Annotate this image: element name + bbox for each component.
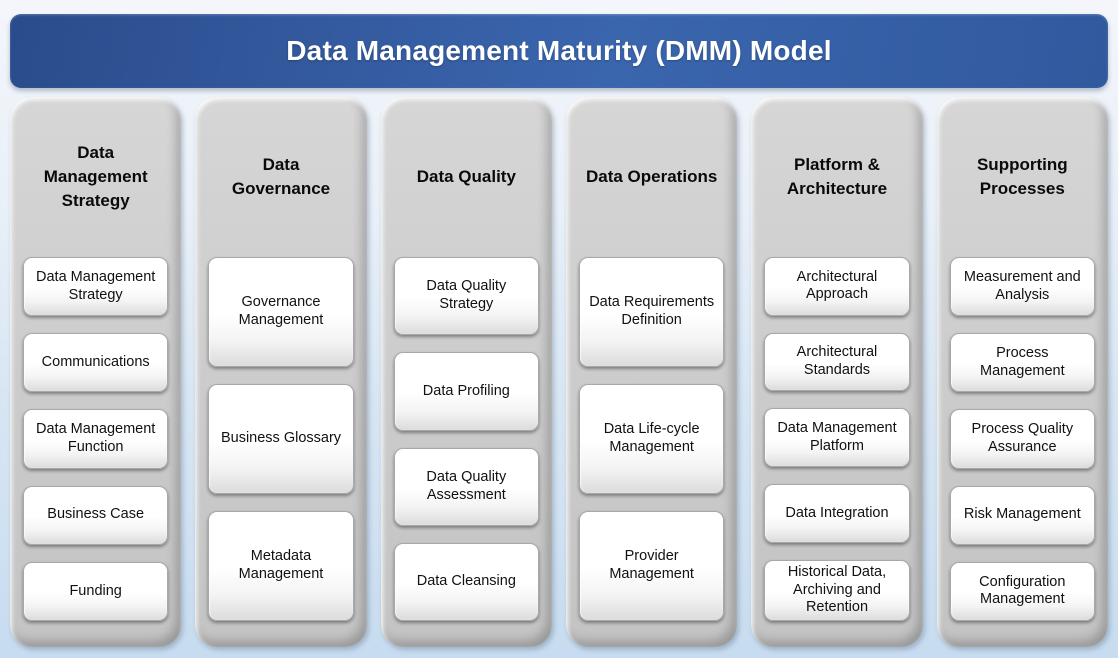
process-box-provider-management: Provider Management <box>578 511 725 621</box>
process-box-data-requirements-definition: Data Requirements Definition <box>578 257 725 367</box>
process-box-risk-management: Risk Management <box>949 485 1095 545</box>
process-box-data-profiling: Data Profiling <box>393 352 539 431</box>
process-box-funding: Funding <box>23 561 169 622</box>
column-header: Data Management Strategy <box>43 143 148 210</box>
process-box-data-cleansing: Data Cleansing <box>393 542 539 621</box>
page-title: Data Management Maturity (DMM) Model <box>286 35 832 66</box>
process-box-measurement-and-analysis: Measurement and Analysis <box>949 257 1095 317</box>
column-header: Data Governance <box>231 155 331 198</box>
process-box-architectural-approach: Architectural Approach <box>764 257 910 316</box>
column-header: Platform & Architecture <box>786 155 888 198</box>
process-box-configuration-management: Configuration Management <box>949 561 1095 622</box>
process-box-data-quality-strategy: Data Quality Strategy <box>393 257 539 336</box>
process-box-process-management: Process Management <box>949 333 1095 393</box>
column-header: Supporting Processes <box>976 155 1068 198</box>
process-box-process-quality-assurance: Process Quality Assurance <box>949 409 1095 469</box>
process-box-data-life-cycle-management: Data Life-cycle Management <box>578 384 725 494</box>
column-header: Data Operations <box>585 167 718 187</box>
process-box-architectural-standards: Architectural Standards <box>764 332 910 392</box>
process-box-metadata-management: Metadata Management <box>208 511 354 621</box>
process-box-data-quality-assessment: Data Quality Assessment <box>393 447 539 526</box>
column-header: Data Quality <box>416 167 516 187</box>
process-box-business-glossary: Business Glossary <box>208 384 354 494</box>
process-box-data-integration: Data Integration <box>764 484 910 543</box>
title-banner: Data Management Maturity (DMM) Model <box>10 14 1108 88</box>
process-box-communications: Communications <box>23 333 169 393</box>
process-box-governance-management: Governance Management <box>208 257 354 367</box>
process-box-data-management-platform: Data Management Platform <box>764 408 910 468</box>
process-box-business-case: Business Case <box>23 485 169 545</box>
process-box-historical-data-archiving-and-retention: Historical Data, Archiving and Retention <box>764 559 910 621</box>
process-box-data-management-strategy: Data Management Strategy <box>23 257 169 317</box>
process-box-data-management-function: Data Management Function <box>23 409 169 469</box>
